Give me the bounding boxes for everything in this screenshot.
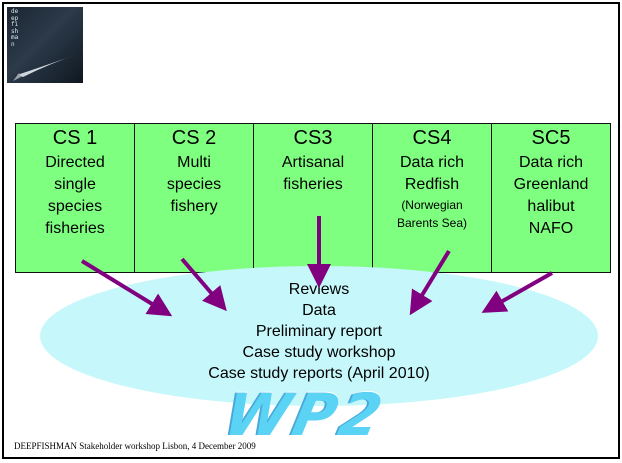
case-study-sc5: SC5 Data rich Greenland halibut NAFO	[492, 124, 610, 272]
fish-icon	[13, 53, 81, 81]
review-item: Reviews	[288, 281, 350, 298]
case-study-cs4: CS4 Data rich Redfish (Norwegian Barents…	[373, 124, 492, 272]
case-study-title: SC5	[531, 127, 571, 149]
case-study-row: CS 1 Directed single species fisheries C…	[15, 123, 611, 273]
review-list: Reviews Data Preliminary report Case stu…	[154, 279, 484, 384]
case-study-line: species	[166, 176, 222, 193]
case-study-line: fisheries	[283, 176, 343, 193]
review-item: Data	[302, 302, 336, 319]
case-study-title: CS 2	[171, 127, 217, 149]
review-item: Case study reports (April 2010)	[208, 365, 430, 382]
case-study-small-line: (Norwegian	[401, 198, 463, 212]
case-study-line: halibut	[527, 198, 575, 215]
case-study-description: Data rich Greenland halibut NAFO	[492, 152, 610, 240]
case-study-line: Multi	[177, 154, 211, 171]
case-study-line: fisheries	[45, 220, 105, 237]
case-study-line: Data rich	[399, 154, 465, 171]
deepfishman-logo: deepfishman	[7, 7, 83, 83]
case-study-cs2: CS 2 Multi species fishery	[135, 124, 254, 272]
logo-text: deepfishman	[11, 8, 19, 48]
case-study-line: single	[54, 176, 96, 193]
case-study-line: Greenland	[513, 176, 589, 193]
case-study-line: NAFO	[528, 220, 574, 237]
case-study-line: fishery	[170, 198, 218, 215]
case-study-line: Directed	[45, 154, 105, 171]
review-item: Preliminary report	[255, 323, 383, 340]
case-study-title: CS4	[412, 127, 452, 149]
wp2-label: WP2	[218, 381, 393, 449]
review-item: Case study workshop	[242, 344, 396, 361]
case-study-line: species	[47, 198, 103, 215]
case-study-title: CS 1	[52, 127, 98, 149]
case-study-small-line: Barents Sea)	[396, 216, 468, 230]
case-study-description: Artisanal fisheries	[254, 152, 372, 196]
case-study-title: CS3	[293, 127, 333, 149]
footer: DEEPFISHMAN Stakeholder workshop Lisbon,…	[14, 441, 256, 451]
case-study-cs1: CS 1 Directed single species fisheries	[16, 124, 135, 272]
case-study-description: Directed single species fisheries	[16, 152, 134, 240]
case-study-cs3: CS3 Artisanal fisheries	[254, 124, 373, 272]
case-study-description: Data rich Redfish (Norwegian Barents Sea…	[373, 152, 491, 232]
case-study-line: Artisanal	[281, 154, 345, 171]
case-study-description: Multi species fishery	[135, 152, 253, 218]
case-study-line: Data rich	[518, 154, 584, 171]
case-study-line: Redfish	[404, 176, 460, 193]
